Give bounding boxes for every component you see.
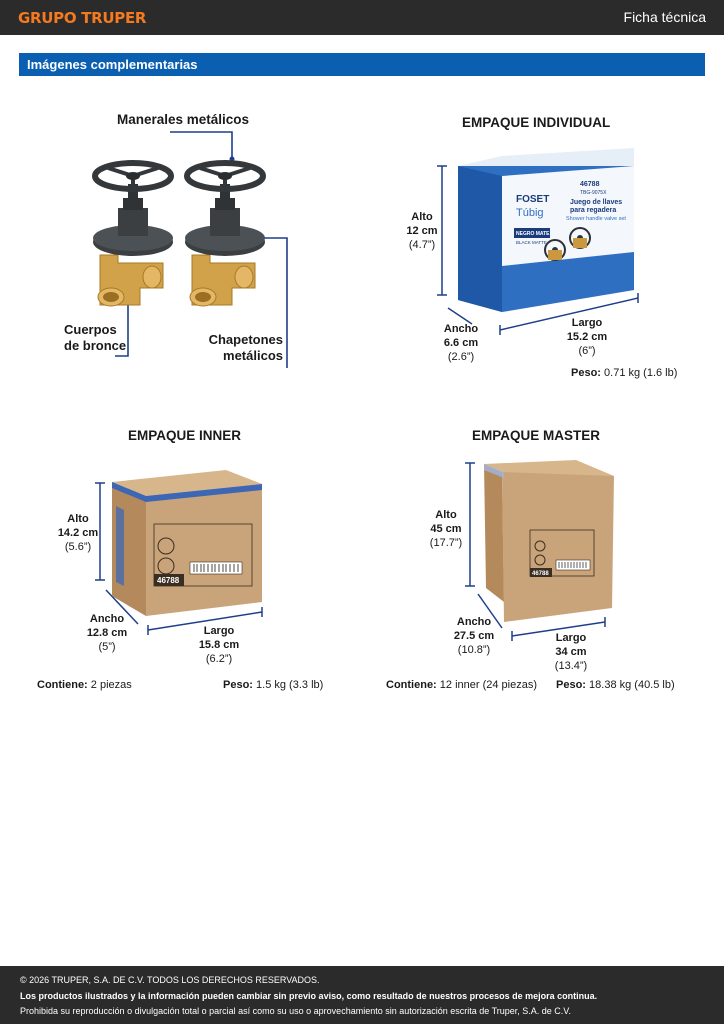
master-alto: Alto 45 cm (17.7”) bbox=[426, 508, 466, 550]
individual-box-model: TBG-9075X bbox=[580, 190, 607, 196]
master-ancho-imperial: (10.8”) bbox=[457, 644, 491, 656]
inner-contiene: Contiene: 2 piezas bbox=[37, 679, 132, 691]
section-title: Imágenes complementarias bbox=[27, 57, 198, 72]
individual-largo-label: Largo bbox=[571, 317, 603, 329]
master-peso-value: 18.38 kg (40.5 lb) bbox=[589, 679, 675, 691]
callout-chapetones: Chapetones metálicos bbox=[200, 332, 283, 364]
inner-largo-imperial: (6.2”) bbox=[205, 653, 233, 665]
callout-cuerpos: Cuerpos de bronce bbox=[64, 322, 126, 354]
master-box-illustration: 46788 bbox=[465, 460, 614, 641]
individual-box-line: Túbig bbox=[516, 207, 544, 219]
top-bar: GRUPO TRUPER Ficha técnica bbox=[0, 0, 724, 35]
individual-ancho: Ancho 6.6 cm (2.6”) bbox=[436, 322, 486, 364]
master-alto-label: Alto bbox=[435, 509, 457, 521]
inner-peso-value: 1.5 kg (3.3 lb) bbox=[256, 679, 324, 691]
inner-box-illustration: 46788 bbox=[95, 470, 263, 635]
inner-largo-value: 15.8 cm bbox=[198, 639, 240, 651]
individual-peso: Peso: 0.71 kg (1.6 lb) bbox=[571, 367, 677, 379]
master-peso-label: Peso: bbox=[556, 679, 586, 691]
individual-box-code: 46788 bbox=[580, 181, 600, 188]
inner-contiene-value: 2 piezas bbox=[90, 679, 132, 691]
individual-largo-imperial: (6”) bbox=[578, 345, 596, 357]
inner-peso: Peso: 1.5 kg (3.3 lb) bbox=[223, 679, 323, 691]
inner-title: EMPAQUE INNER bbox=[128, 428, 242, 443]
individual-ancho-label: Ancho bbox=[443, 323, 479, 335]
footer-prohibition: Prohibida su reproducción o divulgación … bbox=[20, 1006, 571, 1016]
individual-peso-label: Peso: bbox=[571, 367, 601, 379]
individual-box-title-1: Juego de llaves bbox=[570, 199, 622, 206]
individual-title: EMPAQUE INDIVIDUAL bbox=[462, 115, 611, 130]
individual-alto: Alto 12 cm (4.7”) bbox=[400, 210, 444, 252]
callout-cuerpos-line2: de bronce bbox=[64, 338, 127, 353]
callout-chapetones-line2: metálicos bbox=[223, 348, 283, 363]
inner-largo: Largo 15.8 cm (6.2”) bbox=[193, 624, 245, 666]
inner-alto: Alto 14.2 cm (5.6”) bbox=[56, 512, 100, 554]
inner-alto-imperial: (5.6”) bbox=[64, 541, 92, 553]
master-contiene-value: 12 inner (24 piezas) bbox=[439, 679, 538, 691]
brand-logo: GRUPO TRUPER bbox=[18, 9, 147, 27]
callout-manerales: Manerales metálicos bbox=[117, 112, 250, 127]
individual-box-finish-en: BLACK MATTE bbox=[516, 240, 547, 245]
valve-right bbox=[184, 160, 266, 307]
inner-ancho-imperial: (5”) bbox=[98, 641, 116, 653]
inner-ancho-value: 12.8 cm bbox=[86, 627, 128, 639]
callout-chapetones-line1: Chapetones bbox=[208, 332, 283, 347]
inner-largo-label: Largo bbox=[203, 625, 235, 637]
master-alto-imperial: (17.7”) bbox=[429, 537, 463, 549]
master-ancho-label: Ancho bbox=[456, 616, 492, 628]
inner-contiene-label: Contiene: bbox=[37, 679, 88, 691]
valve-left bbox=[92, 160, 174, 307]
section-header: Imágenes complementarias bbox=[19, 53, 705, 76]
inner-alto-label: Alto bbox=[67, 513, 89, 525]
master-largo-value: 34 cm bbox=[555, 646, 587, 658]
inner-box-code: 46788 bbox=[157, 576, 180, 585]
individual-ancho-imperial: (2.6”) bbox=[447, 351, 475, 363]
master-largo-label: Largo bbox=[555, 632, 587, 644]
master-ancho: Ancho 27.5 cm (10.8”) bbox=[448, 615, 500, 657]
master-contiene: Contiene: 12 inner (24 piezas) bbox=[386, 679, 537, 691]
master-alto-value: 45 cm bbox=[430, 523, 462, 535]
individual-box-finish: NEGRO MATE bbox=[516, 231, 550, 237]
inner-ancho: Ancho 12.8 cm (5”) bbox=[82, 612, 132, 654]
individual-alto-label: Alto bbox=[411, 211, 433, 223]
master-title: EMPAQUE MASTER bbox=[472, 428, 601, 443]
valve-set-illustration bbox=[92, 131, 288, 368]
master-contiene-label: Contiene: bbox=[386, 679, 437, 691]
callout-cuerpos-line1: Cuerpos bbox=[64, 322, 117, 337]
master-largo-imperial: (13.4”) bbox=[554, 660, 588, 672]
inner-ancho-label: Ancho bbox=[89, 613, 125, 625]
individual-box-title-2: para regadera bbox=[570, 207, 616, 214]
master-peso: Peso: 18.38 kg (40.5 lb) bbox=[556, 679, 675, 691]
master-ancho-value: 27.5 cm bbox=[453, 630, 495, 642]
inner-peso-label: Peso: bbox=[223, 679, 253, 691]
individual-box-title-en: Shower handle valve set bbox=[566, 216, 626, 222]
document-type: Ficha técnica bbox=[623, 9, 706, 25]
individual-largo-value: 15.2 cm bbox=[566, 331, 608, 343]
individual-box-brand: FOSET bbox=[516, 194, 549, 205]
inner-alto-value: 14.2 cm bbox=[57, 527, 99, 539]
individual-alto-value: 12 cm bbox=[406, 225, 438, 237]
master-largo: Largo 34 cm (13.4”) bbox=[548, 631, 594, 673]
footer: © 2026 TRUPER, S.A. DE C.V. TODOS LOS DE… bbox=[0, 966, 724, 1024]
individual-largo: Largo 15.2 cm (6”) bbox=[560, 316, 614, 358]
master-box-code: 46788 bbox=[532, 571, 549, 577]
individual-box-illustration: FOSET Túbig 46788 TBG-9075X Juego de lla… bbox=[437, 148, 639, 335]
footer-copyright: © 2026 TRUPER, S.A. DE C.V. TODOS LOS DE… bbox=[20, 975, 320, 985]
individual-alto-imperial: (4.7”) bbox=[408, 239, 436, 251]
footer-notice: Los productos ilustrados y la informació… bbox=[20, 991, 598, 1001]
individual-ancho-value: 6.6 cm bbox=[443, 337, 479, 349]
individual-peso-value: 0.71 kg (1.6 lb) bbox=[604, 367, 678, 379]
